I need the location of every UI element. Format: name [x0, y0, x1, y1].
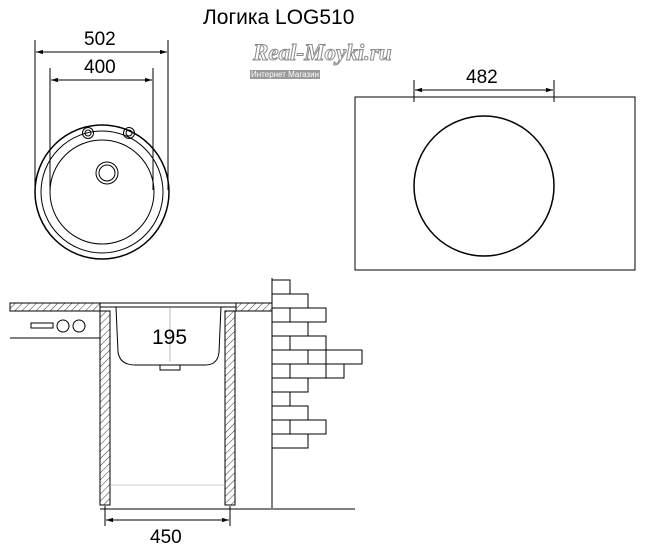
- dim-depth: 195: [152, 326, 188, 349]
- dim-bowl-diameter: 400: [84, 57, 116, 78]
- top-view-sink: [34, 40, 170, 260]
- cutout-view: [354, 80, 636, 271]
- product-title: Логика LOG510: [203, 6, 355, 29]
- watermark-logo: Real-Moyki.ru: [253, 40, 393, 66]
- brick-wall: [271, 278, 363, 508]
- dim-cutout-diameter: 482: [466, 67, 498, 88]
- dim-cabinet-width: 450: [150, 527, 182, 548]
- side-view: [9, 278, 363, 526]
- watermark-subtitle: Интернет Магазин: [250, 70, 320, 79]
- dim-outer-diameter: 502: [84, 29, 116, 50]
